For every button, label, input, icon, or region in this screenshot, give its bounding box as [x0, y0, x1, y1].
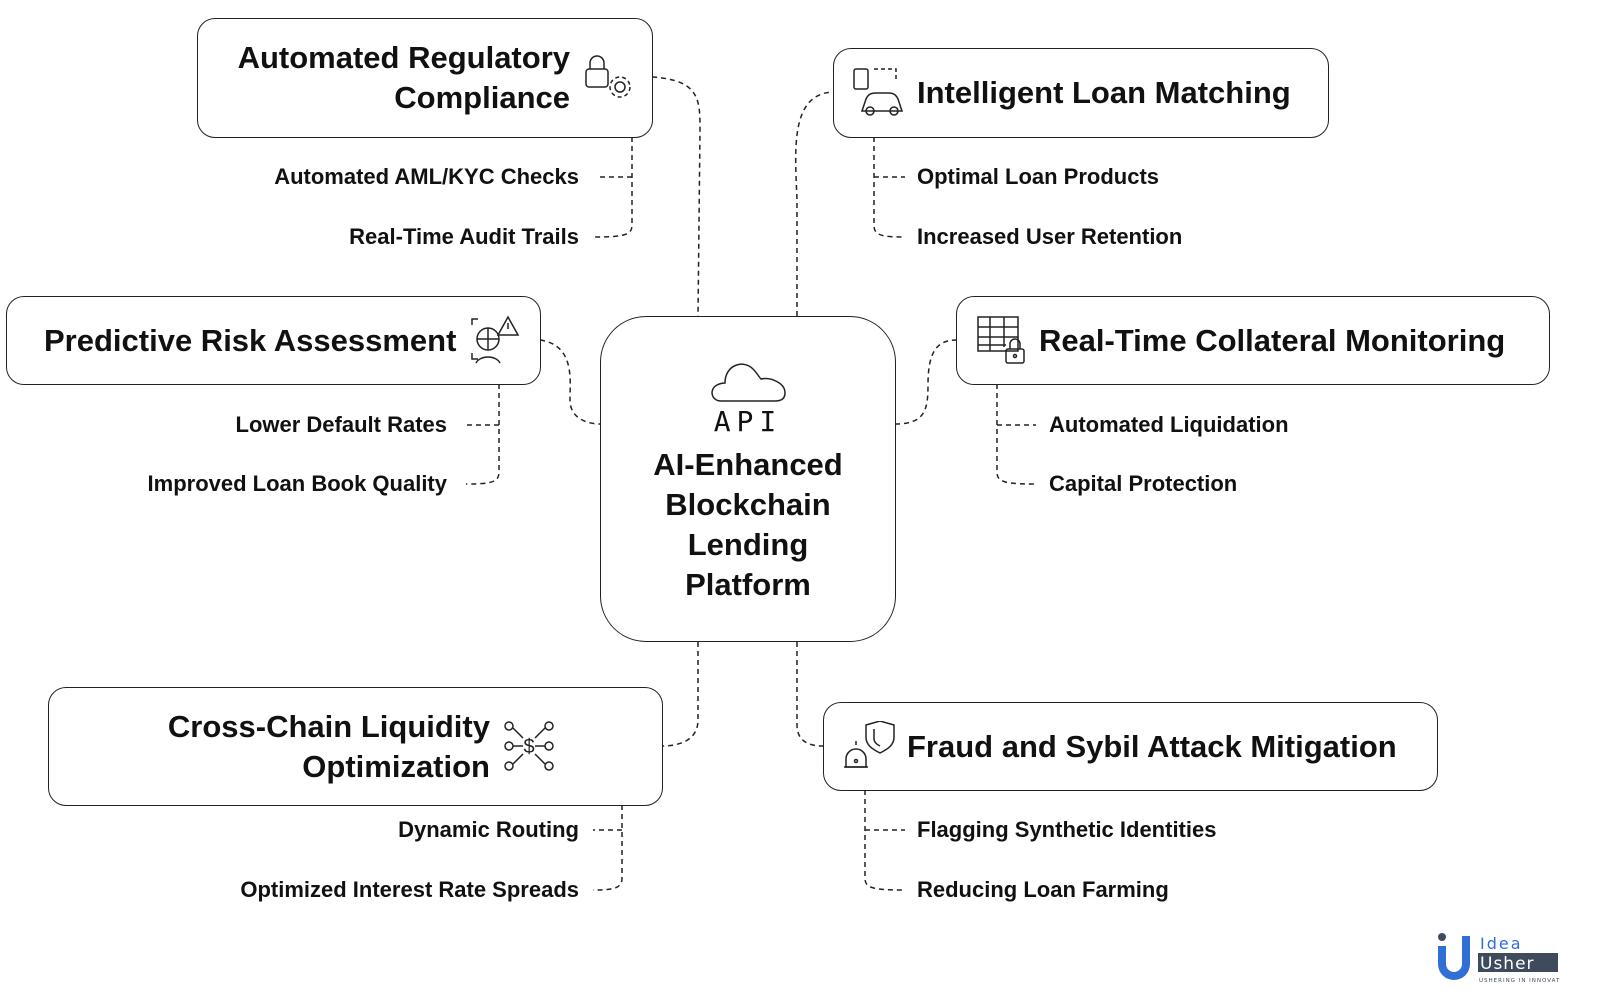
lock-gear-icon	[585, 55, 631, 98]
shield-alarm-icon	[844, 721, 895, 768]
title-line: Cross-Chain Liquidity	[167, 708, 490, 744]
center-node: API AI-Enhanced Blockchain Lending Platf…	[600, 316, 896, 642]
item-automated-liquidation: Automated Liquidation	[1049, 412, 1289, 437]
item-loan-book-quality: Improved Loan Book Quality	[147, 471, 447, 496]
title-line: Optimization	[302, 748, 490, 784]
title-line: Compliance	[394, 80, 570, 115]
ideausher-logo: Idea Usher USHERING IN INNOVATION	[1436, 932, 1572, 988]
node-fraud: Fraud and Sybil Attack Mitigation	[823, 702, 1438, 791]
node-title: Real-Time Collateral Monitoring	[1039, 322, 1506, 358]
item-aml-kyc: Automated AML/KYC Checks	[274, 164, 579, 189]
node-title: Intelligent Loan Matching	[917, 75, 1291, 110]
node-risk: Predictive Risk Assessment	[6, 296, 541, 385]
car-device-icon	[853, 68, 904, 116]
center-title-line: Lending	[687, 527, 809, 562]
svg-text:Idea: Idea	[1480, 934, 1523, 953]
title-line: Automated Regulatory	[237, 40, 570, 75]
center-title: AI-Enhanced Blockchain Lending Platform	[601, 445, 895, 605]
node-title: Fraud and Sybil Attack Mitigation	[907, 728, 1397, 764]
item-user-retention: Increased User Retention	[917, 224, 1183, 249]
dollar-network-icon: $	[504, 721, 554, 771]
node-liquidity: Cross-Chain Liquidity Optimization $	[48, 687, 663, 806]
item-synthetic-identities: Flagging Synthetic Identities	[917, 817, 1217, 842]
item-loan-farming: Reducing Loan Farming	[917, 877, 1169, 902]
center-title-line: Platform	[685, 567, 811, 602]
node-compliance: Automated Regulatory Compliance	[197, 18, 653, 138]
api-label: API	[713, 405, 783, 438]
chart-warning-icon	[471, 315, 520, 364]
node-title: Automated Regulatory Compliance	[238, 38, 570, 118]
center-title-line: AI-Enhanced	[653, 447, 843, 482]
node-title: Predictive Risk Assessment	[44, 322, 457, 358]
item-capital-protection: Capital Protection	[1049, 471, 1238, 496]
node-collateral: Real-Time Collateral Monitoring	[956, 296, 1550, 385]
item-audit-trails: Real-Time Audit Trails	[349, 224, 579, 249]
center-title-line: Blockchain	[665, 487, 831, 522]
node-loan-matching: Intelligent Loan Matching	[833, 48, 1329, 138]
item-interest-rate-spreads: Optimized Interest Rate Spreads	[240, 877, 579, 902]
table-lock-icon	[977, 316, 1025, 364]
cloud-api-icon	[711, 363, 786, 402]
item-optimal-loan-products: Optimal Loan Products	[917, 164, 1160, 189]
logo-mark-icon: Idea Usher USHERING IN INNOVATION	[1438, 933, 1572, 984]
svg-text:$: $	[523, 736, 534, 758]
item-lower-default-rates: Lower Default Rates	[235, 412, 448, 437]
svg-text:Usher: Usher	[1480, 954, 1535, 974]
svg-text:USHERING IN INNOVATION: USHERING IN INNOVATION	[1479, 978, 1560, 984]
item-dynamic-routing: Dynamic Routing	[398, 817, 579, 842]
node-title: Cross-Chain Liquidity Optimization	[168, 707, 490, 787]
